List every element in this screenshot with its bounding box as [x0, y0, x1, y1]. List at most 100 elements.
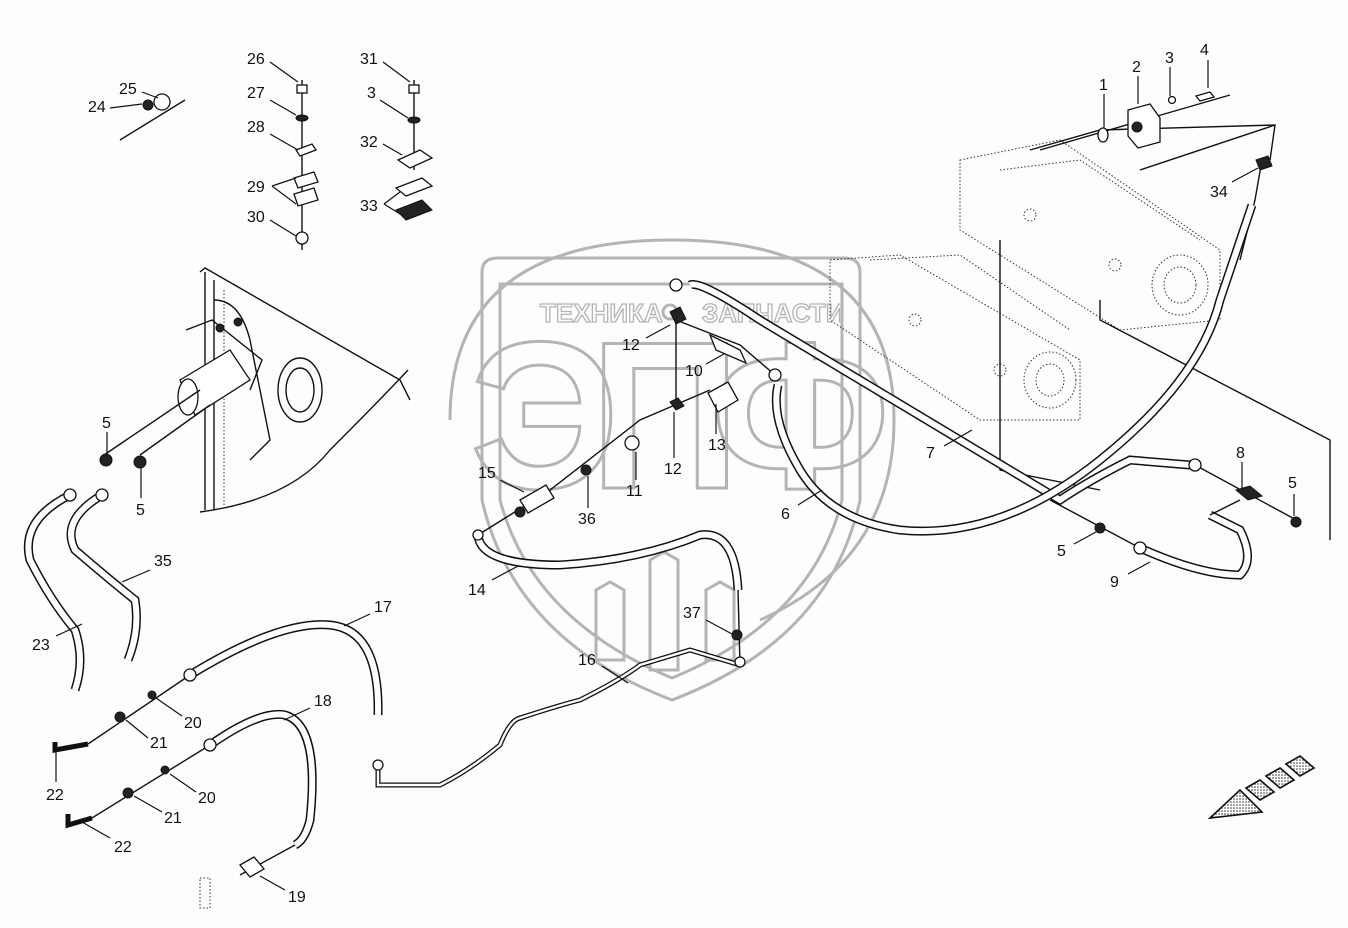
washer-27: [295, 114, 309, 122]
callout-8[interactable]: 8: [1236, 445, 1245, 488]
svg-text:7: 7: [926, 445, 935, 462]
callout-6[interactable]: 6: [781, 489, 823, 523]
svg-text:27: 27: [247, 85, 265, 102]
svg-text:29: 29: [247, 179, 265, 196]
fitting-5: [99, 453, 113, 467]
svg-text:3: 3: [367, 85, 376, 102]
adapter-19: [239, 856, 265, 878]
callout-14[interactable]: 14: [468, 565, 519, 599]
callout-30[interactable]: 30: [247, 209, 297, 237]
svg-text:11: 11: [626, 483, 643, 500]
flange-group: [1039, 91, 1273, 261]
callout-27[interactable]: 27: [247, 85, 297, 116]
callout-12-upper[interactable]: 12: [622, 324, 671, 354]
callout-19[interactable]: 19: [259, 875, 306, 906]
svg-text:21: 21: [164, 810, 182, 827]
svg-text:22: 22: [46, 787, 64, 804]
tee-12-upper: [669, 306, 687, 325]
callout-9[interactable]: 9: [1110, 561, 1151, 591]
bolt-26: [296, 84, 308, 94]
fitting-36: [580, 464, 592, 476]
svg-text:5: 5: [1288, 475, 1297, 492]
callout-32[interactable]: 32: [360, 134, 403, 156]
tube-22-upper: [52, 741, 89, 753]
tube-16: [375, 647, 741, 788]
callout-23[interactable]: 23: [32, 623, 83, 654]
svg-text:6: 6: [781, 506, 790, 523]
callout-3-b[interactable]: 3: [367, 85, 409, 119]
svg-text:31: 31: [360, 51, 378, 68]
callout-4[interactable]: 4: [1200, 42, 1209, 88]
svg-text:4: 4: [1200, 42, 1209, 59]
clamp-half-29: [293, 171, 319, 189]
fitting-24: [142, 99, 154, 111]
svg-text:5: 5: [136, 502, 145, 519]
svg-text:25: 25: [119, 81, 137, 98]
callout-29[interactable]: 29: [247, 177, 297, 205]
callout-17[interactable]: 17: [343, 599, 392, 627]
svg-text:34: 34: [1210, 184, 1228, 201]
clamp-group-a: [293, 80, 319, 250]
hose-17: [187, 620, 383, 716]
callout-21-b[interactable]: 21: [133, 795, 182, 827]
svg-text:36: 36: [578, 511, 596, 528]
fitting-21: [114, 711, 126, 723]
callout-21-a[interactable]: 21: [125, 719, 168, 752]
washer-20: [160, 765, 170, 775]
flange-block-2: [1127, 103, 1161, 149]
callout-1[interactable]: 1: [1099, 77, 1108, 128]
callout-5-d[interactable]: 5: [1057, 531, 1097, 560]
callout-2[interactable]: 2: [1132, 59, 1141, 104]
tee-12-lower: [669, 397, 685, 411]
callout-31[interactable]: 31: [360, 51, 411, 83]
callout-7[interactable]: 7: [926, 429, 973, 462]
callout-5-b[interactable]: 5: [136, 468, 145, 519]
frame-assembly: [177, 267, 411, 513]
callout-37[interactable]: 37: [683, 605, 733, 635]
svg-text:2: 2: [1132, 59, 1141, 76]
washer-20: [147, 690, 157, 700]
callout-26[interactable]: 26: [247, 51, 299, 83]
svg-text:23: 23: [32, 637, 50, 654]
callout-34[interactable]: 34: [1210, 167, 1259, 201]
watermark-ring: [448, 238, 896, 622]
callout-3[interactable]: 3: [1165, 50, 1174, 96]
fittings: [63, 93, 1302, 909]
callout-11[interactable]: 11: [626, 452, 643, 500]
svg-text:15: 15: [478, 465, 496, 482]
callout-16[interactable]: 16: [578, 652, 629, 684]
callout-15[interactable]: 15: [478, 465, 525, 493]
callout-35[interactable]: 35: [121, 553, 172, 583]
callout-18[interactable]: 18: [283, 693, 332, 721]
watermark-shield-outline: [480, 256, 862, 702]
svg-text:5: 5: [1057, 543, 1066, 560]
svg-text:17: 17: [374, 599, 392, 616]
callout-25[interactable]: 25: [119, 81, 159, 99]
svg-text:16: 16: [578, 652, 596, 669]
callout-36[interactable]: 36: [578, 476, 596, 528]
callout-28[interactable]: 28: [247, 119, 299, 151]
callout-5-c[interactable]: 5: [1288, 475, 1297, 516]
callout-20-b[interactable]: 20: [169, 773, 216, 807]
svg-text:20: 20: [184, 715, 202, 732]
callout-33[interactable]: 33: [360, 191, 401, 215]
svg-text:12: 12: [664, 461, 682, 478]
svg-text:12: 12: [622, 337, 640, 354]
callout-5-a[interactable]: 5: [102, 415, 111, 455]
callout-10[interactable]: 10: [685, 353, 725, 380]
fitting-21: [122, 787, 134, 799]
clamp-group-b: [394, 80, 434, 221]
fitting-37: [731, 629, 743, 641]
callout-24[interactable]: 24: [88, 99, 143, 116]
callout-20-a[interactable]: 20: [155, 697, 202, 732]
callout-22-a[interactable]: 22: [46, 752, 64, 804]
callout-12-lower[interactable]: 12: [664, 412, 682, 478]
callout-13[interactable]: 13: [708, 404, 726, 454]
nut-25: [153, 93, 171, 111]
svg-text:8: 8: [1236, 445, 1245, 462]
washer-3: [1167, 95, 1177, 105]
svg-text:14: 14: [468, 582, 486, 599]
callout-22-b[interactable]: 22: [81, 821, 132, 856]
svg-text:5: 5: [102, 415, 111, 432]
